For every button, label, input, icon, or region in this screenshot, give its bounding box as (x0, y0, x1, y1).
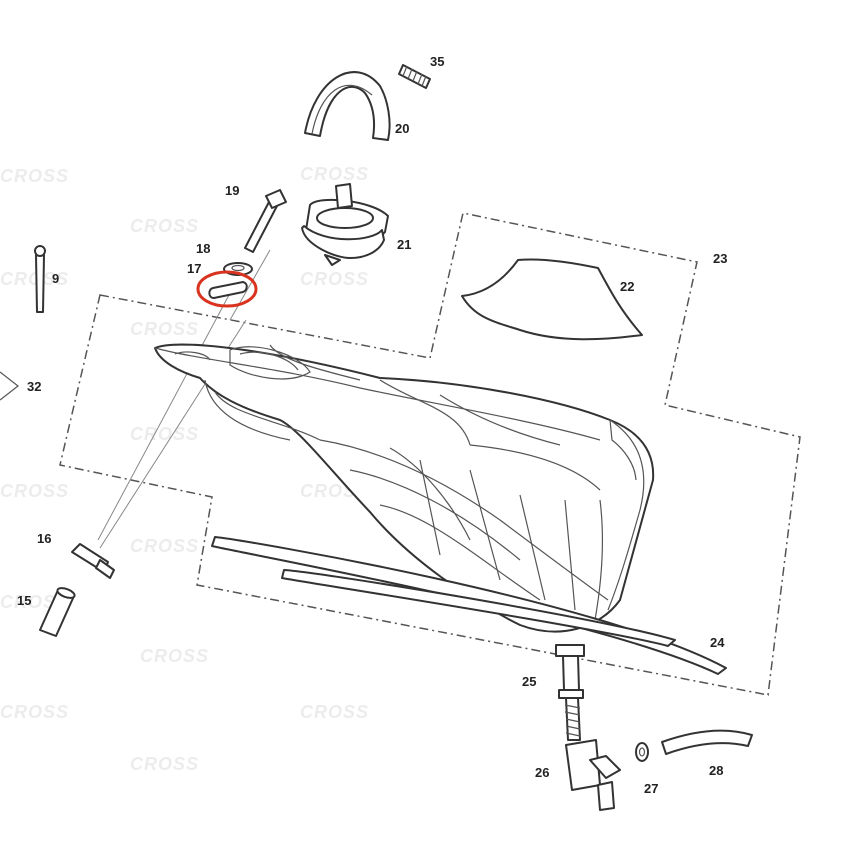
callout-label: 32 (27, 379, 41, 394)
callout-label: 35 (430, 54, 444, 69)
callout-label: 28 (709, 763, 723, 778)
part-15-sleeve (39, 587, 76, 637)
watermark: CROSS (0, 481, 69, 501)
callout-label: 26 (535, 765, 549, 780)
leader-line (229, 249, 271, 321)
fuel-tank-body (154, 343, 655, 633)
callout-label: 17 (187, 261, 201, 276)
callout-label: 21 (397, 237, 411, 252)
watermark: CROSS (300, 269, 369, 289)
highlight-circle (196, 270, 258, 308)
part-9-long-bolt (34, 245, 46, 313)
callout-label: 15 (17, 593, 31, 608)
watermark: CROSS (0, 702, 69, 722)
part-28-hose (661, 729, 753, 755)
watermark: CROSS (140, 646, 209, 666)
part-17-pin (208, 281, 248, 299)
callout-label: 20 (395, 121, 409, 136)
part-21-cap (301, 183, 389, 266)
part-27-clip (635, 742, 649, 762)
callout-label: 25 (522, 674, 536, 689)
callout-label: 16 (37, 531, 51, 546)
watermark: CROSS (130, 319, 199, 339)
callout-label: 24 (710, 635, 725, 650)
callout-label: 23 (713, 251, 727, 266)
part-32-marker (0, 371, 19, 401)
callout-label: 27 (644, 781, 658, 796)
part-35-spring (398, 64, 431, 89)
watermark: CROSS (300, 164, 369, 184)
callout-label: 9 (52, 271, 59, 286)
callout-label: 22 (620, 279, 634, 294)
leader-line (97, 294, 230, 541)
watermark: CROSS (130, 216, 199, 236)
part-24-rails (211, 536, 727, 675)
part-16-connector (71, 543, 115, 579)
assembly-boundary (59, 212, 801, 696)
part-20-hose (304, 71, 391, 141)
part-25-stem (555, 644, 585, 741)
callout-label: 19 (225, 183, 239, 198)
watermark: CROSS (130, 536, 199, 556)
part-22-pad (461, 258, 643, 341)
watermark: CROSS (130, 754, 199, 774)
callout-label: 18 (196, 241, 210, 256)
watermark-layer: CROSS CROSS CROSS CROSS CROSS CROSS CROS… (0, 164, 369, 774)
part-26-fuel-tap (565, 739, 621, 811)
callout-labels: 35 20 19 21 18 17 9 23 22 32 16 15 24 25… (17, 54, 727, 796)
watermark: CROSS (300, 702, 369, 722)
watermark: CROSS (0, 166, 69, 186)
part-19-bolt (244, 189, 287, 253)
watermark: CROSS (130, 424, 199, 444)
watermark: CROSS (0, 269, 69, 289)
